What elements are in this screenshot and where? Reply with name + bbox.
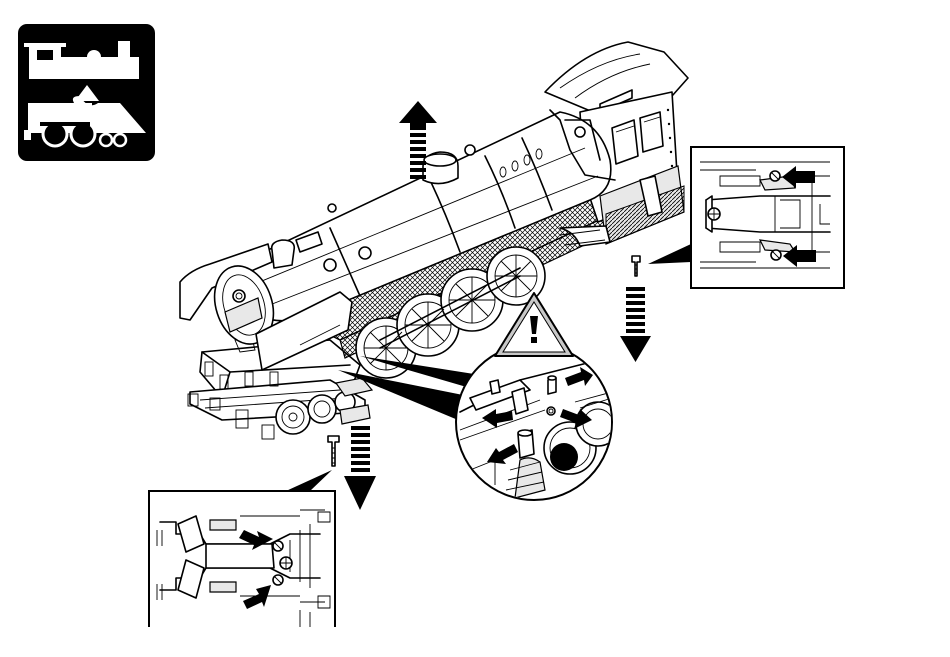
center-circle-callout xyxy=(456,344,620,500)
front-screw-callout xyxy=(149,491,335,627)
locomotive-body-removal-icon xyxy=(18,24,155,161)
locomotive-body xyxy=(180,42,688,378)
rear-screw-callout xyxy=(691,147,844,288)
